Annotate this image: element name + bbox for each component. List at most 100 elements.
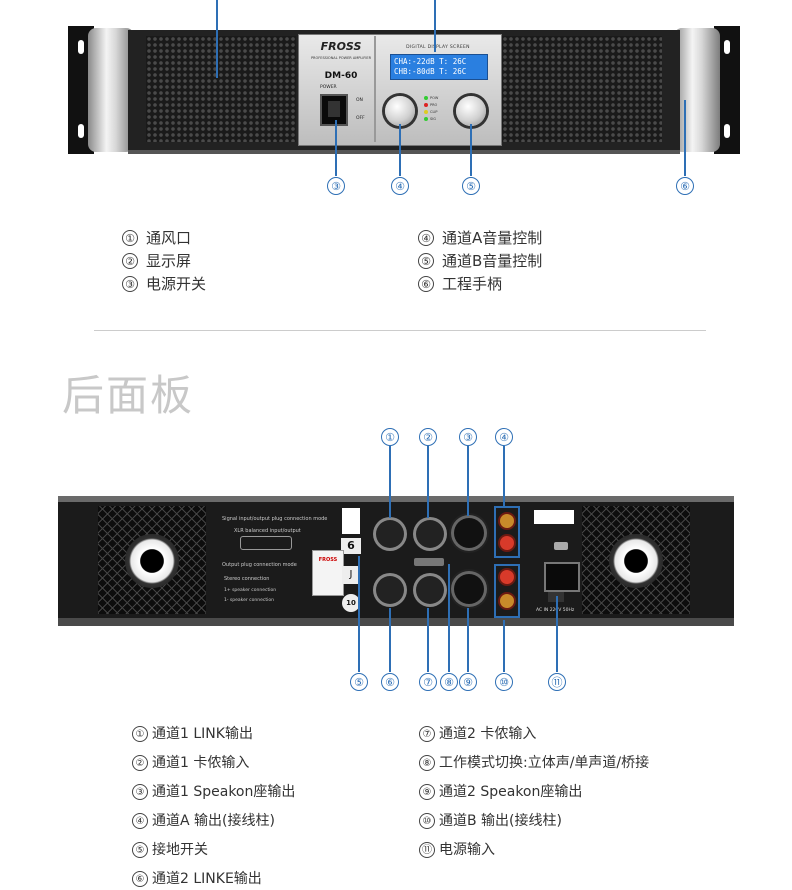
front-legend-item: ① 通风口 [122,227,191,248]
rear-callout-line-5 [358,556,360,672]
indicator-leds: POW PRO CLIP SIG [424,94,448,122]
warning-label [534,510,574,524]
legend-number: ⑨ [419,784,435,800]
front-chassis-bottom [128,150,680,154]
legend-number: ④ [418,230,434,246]
indicator-clip: CLIP [430,109,438,114]
right-vent-grille [502,36,662,142]
legend-text: 通道A音量控制 [442,229,543,247]
legend-number: ⑪ [419,842,435,858]
right-fan-area [582,506,690,614]
rear-callout-7: ⑦ [419,673,437,691]
ch1-link-output-connector[interactable] [376,520,404,548]
rear-callout-line-8 [448,564,450,672]
lcd-display: CHA:-22dB T: 26C CHB:-80dB T: 26C [390,54,488,80]
legend-text: 工程手柄 [442,275,503,293]
front-legend-item: ⑤ 通道B音量控制 [418,250,542,271]
legend-number: ⑧ [419,755,435,771]
channel-a-volume-knob[interactable] [385,96,415,126]
legend-text: 通道B 输出(接线柱) [439,813,562,829]
channel-b-terminal-box [494,564,520,618]
rear-bottom-edge [58,618,734,626]
ground-switch[interactable] [554,542,568,550]
legend-number: ③ [122,276,138,292]
ch2-link-output-connector[interactable] [376,576,404,604]
legend-text: 通道2 Speakon座输出 [439,784,583,800]
rear-callout-6: ⑥ [381,673,399,691]
rear-top-edge [58,496,734,502]
ch1-xlr-input-connector[interactable] [416,520,444,548]
channel-b-terminal-2[interactable] [500,594,514,608]
legend-number: ⑥ [132,871,148,887]
info-line: Stereo connection [224,576,270,582]
indicator-sig: SIG [430,116,436,121]
power-switch[interactable] [320,94,348,126]
rear-callout-line-10 [503,620,505,672]
legend-text: 通风口 [146,229,192,247]
left-fan-area [98,506,206,614]
front-panel-image: FROSS PROFESSIONAL POWER AMPLIFIER DM-60… [68,26,740,154]
rear-callout-10: ⑩ [495,673,513,691]
legend-text: 电源输入 [439,842,495,858]
legend-number: ⑩ [419,813,435,829]
front-legend-item: ④ 通道A音量控制 [418,227,542,248]
channel-b-volume-knob[interactable] [456,96,486,126]
sticker-j: J [342,566,360,584]
callout-4: ④ [391,177,409,195]
channel-a-terminal-1[interactable] [500,514,514,528]
legend-number: ② [122,253,138,269]
ch1-speakon-output-connector[interactable] [454,518,484,548]
legend-text: 工作模式切换:立体声/单声道/桥接 [439,755,650,771]
channel-a-terminal-2[interactable] [500,536,514,550]
lcd-line-2: CHB:-80dB T: 26C [394,67,467,76]
left-handle [88,28,134,152]
recycle-sticker [342,508,360,534]
right-fan-icon [609,534,663,588]
indicator-pro: PRO [430,102,438,107]
callout-line-6 [684,100,686,176]
rear-callout-9: ⑨ [459,673,477,691]
mode-switch[interactable] [414,558,444,566]
sticker-brand: FROSS [318,557,338,563]
callout-3: ③ [327,177,345,195]
ch2-speakon-output-connector[interactable] [454,574,484,604]
rear-callout-8: ⑧ [440,673,458,691]
sticker-10: 10 [342,594,360,612]
rear-callout-line-3 [467,446,469,516]
legend-number: ① [122,230,138,246]
rear-callout-line-9 [467,608,469,672]
power-inlet[interactable] [544,562,580,592]
legend-number: ⑤ [418,253,434,269]
panel-divider [374,36,376,142]
rear-callout-line-1 [389,446,391,518]
ch2-xlr-input-connector[interactable] [416,576,444,604]
info-line: XLR balanced input/output [234,528,301,534]
legend-number: ③ [132,784,148,800]
callout-line-2 [434,0,436,52]
info-line: 1- speaker connection [224,598,274,603]
rear-callout-5: ⑤ [350,673,368,691]
legend-text: 通道1 LINK输出 [152,726,253,742]
rear-panel-image: Signal input/output plug connection mode… [58,496,734,626]
brand-logo: FROSS [320,40,362,53]
channel-b-terminal-1[interactable] [500,570,514,584]
info-line: 1+ speaker connection [224,588,277,593]
brand-subtitle: PROFESSIONAL POWER AMPLIFIER [310,56,372,60]
rear-callout-line-11 [556,596,558,672]
indicator-pow: POW [430,95,439,100]
callout-line-1 [216,0,218,78]
legend-number: ⑥ [418,276,434,292]
on-label: ON [356,98,363,103]
legend-text: 通道B音量控制 [442,252,543,270]
rear-panel-title: 后面板 [62,371,195,420]
